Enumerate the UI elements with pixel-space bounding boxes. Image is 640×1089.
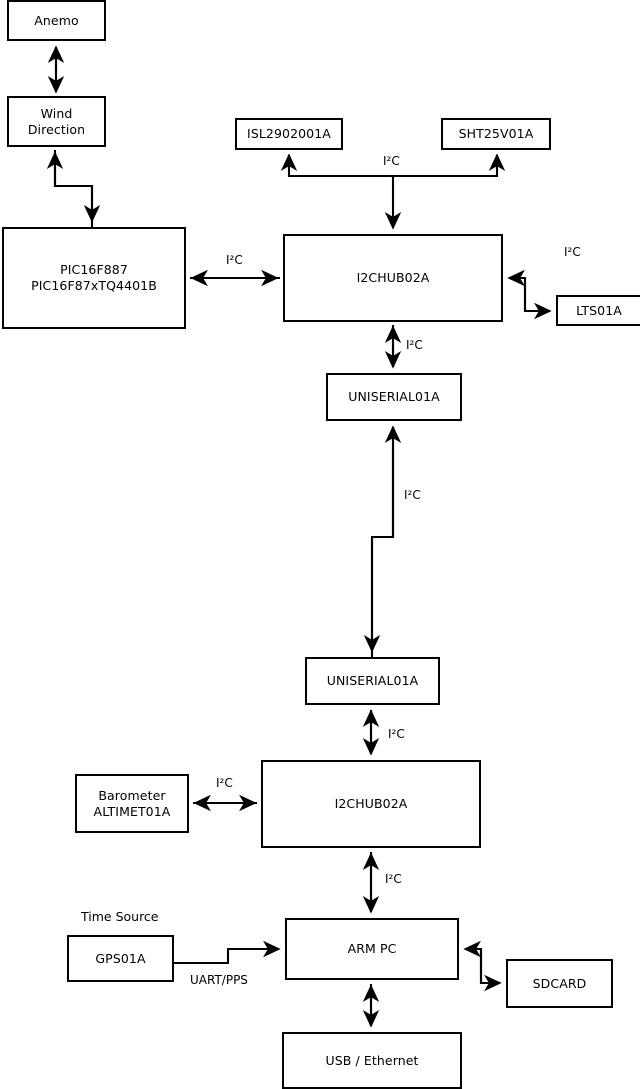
node-sht25v01a-label: SHT25V01A <box>458 126 534 141</box>
node-usb-ethernet-label: USB / Ethernet <box>325 1052 419 1068</box>
node-anemo-label: Anemo <box>34 12 79 28</box>
connector-armpc-sdcard-out <box>465 947 502 992</box>
connector-pic-wind-down <box>53 150 101 223</box>
wire-label-i2c-hub-lts: I²C <box>564 245 581 259</box>
node-arm-pc[interactable]: ARM PC <box>285 918 459 980</box>
connector-hub-bus-isl <box>280 153 395 178</box>
wire-label-i2c-hub-uniserial: I²C <box>406 338 423 352</box>
node-i2chub02a-top-label: I2CHUB02A <box>356 270 430 285</box>
node-uniserial01a-upper[interactable]: UNISERIAL01A <box>326 373 462 421</box>
connector-sdcard-armpc-in <box>463 940 483 983</box>
connector-gps-armpc <box>174 940 281 965</box>
node-lts01a[interactable]: LTS01A <box>556 295 640 326</box>
node-gps01a-label: GPS01A <box>95 950 146 966</box>
connector-hub-bus-sht <box>391 153 506 178</box>
connector-wind-pic-up <box>46 151 94 227</box>
connector-hub-lts-out <box>509 276 552 320</box>
node-usb-ethernet[interactable]: USB / Ethernet <box>282 1032 462 1089</box>
wire-label-i2c-uniserial-hub2: I²C <box>388 727 405 741</box>
node-lts01a-label: LTS01A <box>576 302 622 318</box>
node-i2chub02a-bottom[interactable]: I2CHUB02A <box>261 760 481 848</box>
node-i2chub02a-bottom-label: I2CHUB02A <box>334 796 408 811</box>
node-uniserial01a-upper-label: UNISERIAL01A <box>348 389 440 404</box>
wire-label-i2c-barometer-hub2: I²C <box>216 776 233 790</box>
node-gps01a[interactable]: GPS01A <box>67 935 174 982</box>
node-uniserial01a-lower-label: UNISERIAL01A <box>326 673 419 688</box>
connector-uniserial-link-up <box>370 425 402 657</box>
wire-label-i2c-pic-hub: I²C <box>226 253 243 267</box>
label-time-source: Time Source <box>81 909 159 924</box>
node-uniserial01a-lower[interactable]: UNISERIAL01A <box>305 657 440 705</box>
node-isl2902001a-label: ISL2902001A <box>247 126 331 141</box>
connector-lts-hub-in <box>507 269 527 311</box>
wire-label-i2c-uniserial-chain: I²C <box>404 488 421 502</box>
wire-label-i2c-sensor-bus: I²C <box>383 154 400 168</box>
wire-label-i2c-hub2-armpc: I²C <box>385 872 402 886</box>
node-isl2902001a[interactable]: ISL2902001A <box>235 118 343 150</box>
node-sht25v01a[interactable]: SHT25V01A <box>441 118 551 150</box>
node-sdcard[interactable]: SDCARD <box>506 959 613 1008</box>
wire-label-uart-pps: UART/PPS <box>190 973 248 987</box>
node-sdcard-label: SDCARD <box>532 975 587 991</box>
connector-uniserial-link-down <box>363 427 395 653</box>
node-anemo[interactable]: Anemo <box>7 0 106 41</box>
node-arm-pc-label: ARM PC <box>347 941 397 956</box>
node-i2chub02a-top[interactable]: I2CHUB02A <box>283 234 503 322</box>
